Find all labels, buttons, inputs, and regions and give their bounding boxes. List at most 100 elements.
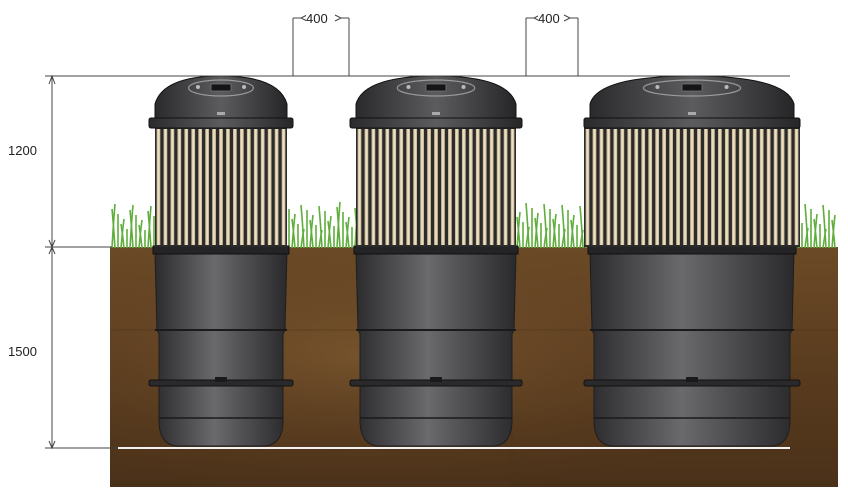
lid-bolt	[406, 85, 411, 89]
dimension-arrow	[48, 440, 56, 450]
container-lid-dome	[589, 75, 795, 119]
container-body	[355, 251, 517, 447]
container-slat	[191, 129, 196, 245]
lid-hatch	[188, 79, 255, 97]
container-slat	[482, 129, 487, 245]
grass-blade	[543, 203, 548, 249]
grass-blade	[570, 219, 575, 249]
container-lid-dome	[154, 75, 288, 119]
lid-hatch	[396, 79, 476, 97]
container-collar	[587, 245, 797, 255]
container-slat	[592, 129, 597, 245]
lid-bolt	[724, 85, 729, 89]
container-slat	[794, 129, 799, 245]
container-slat	[787, 129, 792, 245]
dimension-arrow	[48, 245, 56, 255]
flange-clip	[430, 377, 442, 382]
container-slat	[233, 129, 237, 245]
container-slat	[371, 129, 376, 245]
container-slat	[496, 129, 501, 245]
grass-blade	[579, 229, 584, 249]
container-slat	[468, 129, 473, 245]
grass-blade	[525, 226, 530, 249]
grass-blade	[336, 206, 341, 249]
grass-blade	[813, 218, 818, 249]
dimension-arrow	[299, 14, 308, 22]
flange-clip	[686, 377, 698, 382]
container-slat	[448, 129, 452, 245]
grass-blade	[534, 217, 539, 249]
container-slat	[156, 129, 161, 245]
container-slat	[253, 129, 258, 245]
container-slat	[385, 129, 390, 245]
grass-blade	[111, 208, 116, 249]
lid-logo-mark	[432, 112, 440, 115]
dimension-spacing-left-label: 400	[306, 11, 328, 26]
dimension-height-above-ground-label: 1200	[8, 143, 37, 158]
grass-blade	[822, 228, 827, 249]
container-slat	[461, 129, 466, 245]
container-slat	[177, 129, 182, 245]
grass-blade	[831, 219, 836, 249]
container-slat	[226, 129, 230, 245]
container-slat	[641, 129, 646, 245]
container-slat	[489, 129, 494, 245]
lid-bolt	[195, 85, 200, 89]
container-slat	[676, 129, 680, 245]
grass-blade	[552, 218, 557, 249]
container-body	[589, 251, 795, 447]
grass-blade	[327, 220, 332, 249]
container-slat	[697, 129, 701, 245]
container-slat	[239, 129, 244, 245]
container-collar	[152, 245, 290, 255]
container-slat	[454, 129, 459, 245]
container-middle	[349, 75, 523, 447]
lid-bolt	[461, 85, 466, 89]
container-slat	[413, 129, 418, 245]
grass-blade	[561, 204, 566, 249]
container-slat	[420, 129, 424, 245]
grass-blade	[300, 204, 305, 249]
container-slat	[648, 129, 653, 245]
lid-hatch	[642, 79, 742, 97]
container-slat	[704, 129, 708, 245]
container-slat	[731, 129, 736, 245]
container-slat	[434, 129, 438, 245]
container-slat	[773, 129, 778, 245]
grass-blade	[300, 228, 305, 249]
container-collar	[353, 245, 519, 255]
container-slat	[738, 129, 743, 245]
dimension-arrow	[334, 14, 343, 22]
container-slat	[780, 129, 785, 245]
lid-handle	[681, 83, 703, 92]
container-slat	[267, 129, 272, 245]
container-slat	[627, 129, 632, 245]
container-slat	[724, 129, 729, 245]
container-slat	[655, 129, 660, 245]
grass-blade	[822, 204, 827, 249]
grass-blade	[516, 216, 521, 249]
container-slat	[683, 129, 687, 245]
container-lid-rim	[148, 117, 294, 129]
lid-bolt	[242, 85, 247, 89]
container-slat	[766, 129, 771, 245]
flange-clip	[215, 377, 227, 382]
container-slat	[745, 129, 750, 245]
container-slat	[281, 129, 286, 245]
grass-blade	[345, 221, 350, 249]
container-lid-rim	[583, 117, 801, 129]
container-slat	[212, 129, 216, 245]
grass-blade	[138, 224, 143, 249]
grass-blade	[120, 223, 125, 249]
container-slat	[662, 129, 667, 245]
container-slat	[752, 129, 757, 245]
grass-blade	[147, 210, 152, 249]
container-slat	[170, 129, 175, 245]
container-slat	[184, 129, 189, 245]
container-lid-dome	[355, 75, 517, 119]
grass-blade	[291, 218, 296, 249]
grass-blade	[318, 229, 323, 249]
container-slat	[585, 129, 590, 245]
